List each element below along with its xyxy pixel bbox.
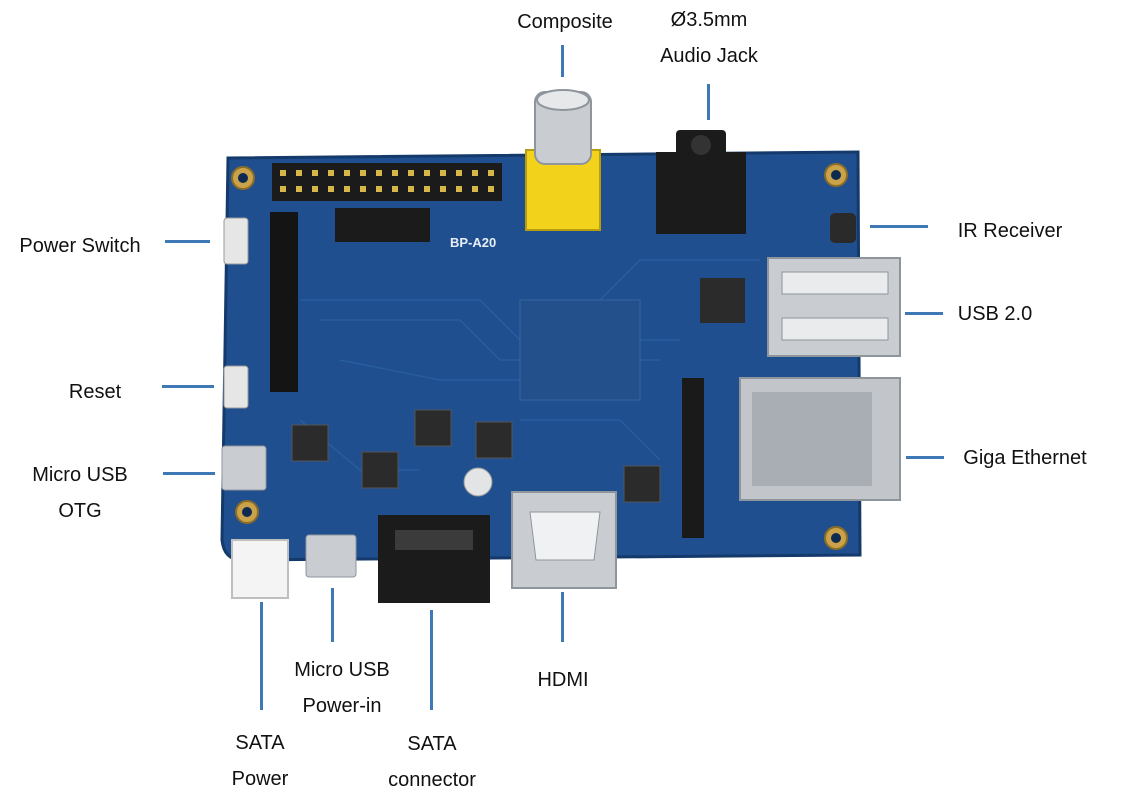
giga-ethernet-leader — [906, 456, 944, 459]
soc-chip — [519, 299, 641, 401]
mounting-holes — [231, 163, 848, 550]
callout-micro-usb-otg-line1: Micro USB — [32, 464, 128, 486]
callout-giga-ethernet-line1: Giga Ethernet — [963, 447, 1087, 469]
callout-micro-usb-power-line1: Micro USB — [294, 659, 390, 681]
callout-sata-connector: SATA connector — [372, 726, 492, 798]
gpio-header — [272, 163, 502, 201]
callout-hdmi: HDMI — [525, 662, 601, 698]
callout-reset: Reset — [60, 374, 130, 410]
sata-power-leader — [260, 602, 263, 710]
callout-giga-ethernet: Giga Ethernet — [955, 440, 1095, 476]
battery-holder — [463, 467, 493, 497]
usb2-leader — [905, 312, 943, 315]
callout-micro-usb-otg: Micro USB OTG — [25, 457, 135, 529]
callout-sata-connector-line2: connector — [388, 769, 476, 791]
reset-leader — [162, 385, 214, 388]
callout-sata-connector-line1: SATA — [407, 733, 457, 755]
callout-composite-line1: Composite — [517, 11, 613, 33]
callout-composite: Composite — [505, 4, 625, 40]
sata-connector-graphic — [378, 515, 490, 603]
callout-hdmi-line1: HDMI — [537, 669, 589, 691]
micro-usb-otg-graphic — [221, 445, 267, 491]
callout-audio-jack: Ø3.5mm Audio Jack — [645, 2, 773, 74]
inductors — [291, 409, 661, 503]
sd-slot-graphic — [682, 378, 704, 538]
lcd-connector — [270, 212, 298, 392]
ir-receiver-leader — [870, 225, 928, 228]
hdmi-leader — [561, 592, 564, 642]
callout-ir-receiver-line1: IR Receiver — [957, 220, 1063, 242]
power-switch-graphic — [223, 217, 249, 265]
callout-power-switch-line1: Power Switch — [19, 235, 141, 257]
audio-jack-graphic — [656, 130, 746, 234]
callout-micro-usb-power-line2: Power-in — [302, 695, 382, 717]
callout-audio-jack-line1: Ø3.5mm — [670, 9, 748, 31]
composite-leader — [561, 45, 564, 77]
hdmi-port-graphic — [511, 491, 617, 589]
callout-usb2: USB 2.0 — [955, 296, 1035, 332]
usb-port-graphic — [767, 257, 901, 357]
gpio-pins — [280, 170, 494, 192]
small-header — [335, 208, 430, 242]
callout-usb2-line1: USB 2.0 — [957, 303, 1033, 325]
power-switch-leader — [165, 240, 210, 243]
board-silkscreen: BP-A20 — [450, 235, 496, 250]
composite-rca-graphic — [525, 89, 601, 231]
audio-jack-leader — [707, 84, 710, 120]
micro-usb-power-graphic — [305, 534, 357, 578]
callout-sata-power-line1: SATA — [235, 732, 285, 754]
sata-connector-leader — [430, 610, 433, 710]
callout-sata-power-line2: Power — [231, 768, 289, 790]
callout-micro-usb-otg-line2: OTG — [58, 500, 102, 522]
callout-ir-receiver: IR Receiver — [950, 213, 1070, 249]
callout-power-switch: Power Switch — [10, 228, 150, 264]
sata-power-graphic — [231, 539, 289, 599]
ir-receiver-graphic — [830, 213, 856, 243]
callout-reset-line1: Reset — [68, 381, 122, 403]
micro-usb-power-leader — [331, 588, 334, 642]
callout-micro-usb-power: Micro USB Power-in — [284, 652, 400, 724]
reset-button-graphic — [223, 365, 249, 409]
ethernet-port-graphic — [739, 377, 901, 501]
ethernet-phy — [700, 278, 745, 323]
micro-usb-otg-leader — [163, 472, 215, 475]
callout-sata-power: SATA Power — [222, 725, 298, 797]
callout-audio-jack-line2: Audio Jack — [660, 45, 758, 67]
